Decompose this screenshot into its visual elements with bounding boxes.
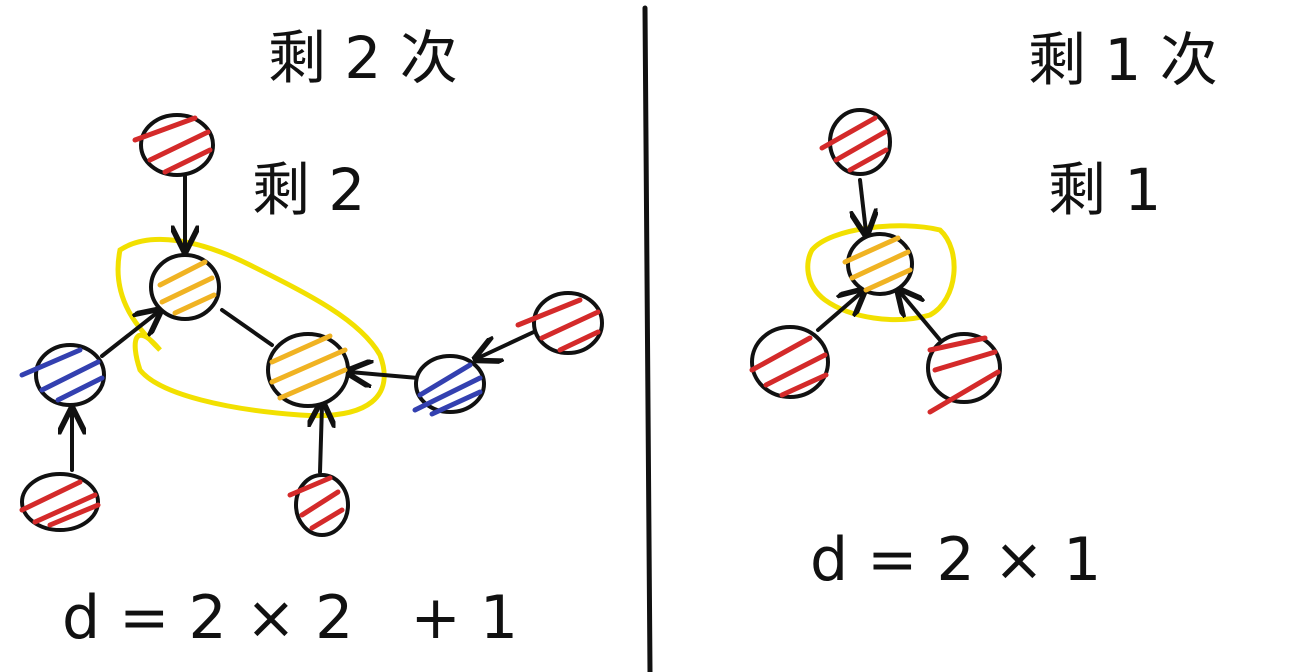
left-edge-redbm-to-y2 bbox=[320, 405, 322, 474]
left-node-red-topright bbox=[515, 291, 604, 355]
left-edge-blueright-to-y2 bbox=[350, 372, 420, 378]
left-remaining-times: 剩 2 次 bbox=[268, 24, 458, 92]
right-edge-top-to-center bbox=[860, 178, 866, 232]
left-panel: 剩 2 次 剩 2 d = 2 × 2 + 1 bbox=[19, 24, 604, 653]
panel-divider bbox=[642, 5, 653, 672]
right-node-right-red bbox=[926, 332, 1002, 415]
right-node-top-red bbox=[819, 108, 892, 176]
left-highlight-loop bbox=[115, 236, 387, 419]
left-node-blue-left bbox=[19, 343, 106, 407]
right-edge-left-to-center bbox=[816, 292, 862, 332]
left-edge-y1-to-y2 bbox=[220, 308, 274, 347]
left-edge-redtr-to-blueright bbox=[478, 328, 540, 358]
right-panel: 剩 1 次 剩 1 d = 2 × 1 bbox=[749, 26, 1218, 595]
right-highlight-loop bbox=[805, 223, 957, 323]
left-formula: d = 2 × 2 + 1 bbox=[62, 583, 518, 653]
right-node-center-yellow bbox=[842, 232, 914, 296]
left-edge-blueleft-to-y1 bbox=[100, 312, 158, 358]
right-node-left-red bbox=[749, 325, 830, 399]
left-node-red-bottommid bbox=[287, 473, 350, 537]
left-node-red-bottomleft bbox=[19, 472, 101, 532]
left-node-top-red bbox=[132, 113, 215, 177]
right-formula: d = 2 × 1 bbox=[810, 525, 1101, 595]
left-node-yellow-2 bbox=[266, 332, 350, 408]
right-remaining: 剩 1 bbox=[1048, 156, 1161, 224]
left-node-yellow-1 bbox=[149, 253, 221, 321]
left-remaining: 剩 2 bbox=[252, 156, 365, 224]
right-remaining-times: 剩 1 次 bbox=[1028, 26, 1218, 94]
left-node-blue-right bbox=[412, 354, 486, 417]
right-edge-right-to-center bbox=[900, 292, 942, 342]
